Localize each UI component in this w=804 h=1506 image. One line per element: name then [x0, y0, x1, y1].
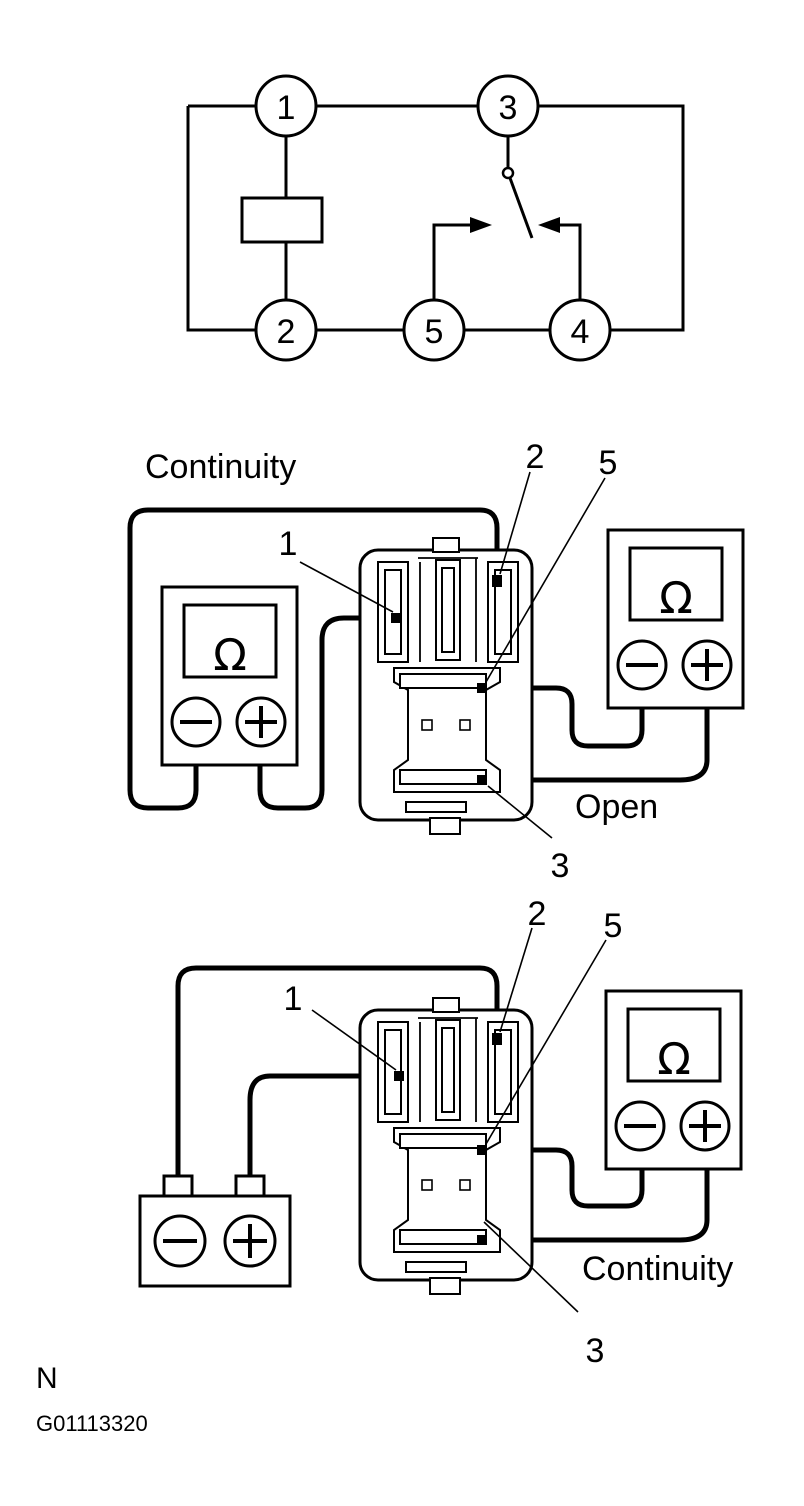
continuity-label-top: Continuity [145, 448, 296, 486]
svg-text:1: 1 [277, 89, 296, 127]
figure-code: G01113320 [36, 1411, 148, 1436]
ohm-symbol-continuity: Ω [657, 1034, 691, 1085]
schematic-terminal-1: 1 [254, 74, 318, 138]
switch-contact [508, 177, 534, 239]
svg-text:2: 2 [277, 313, 296, 351]
callout-5-continuity: 5 [604, 907, 623, 945]
schematic-terminal-5: 5 [402, 298, 466, 362]
open-label: Open [575, 788, 658, 826]
relay-schematic: 1 3 2 5 4 [186, 74, 685, 362]
schematic-terminal-3: 3 [476, 74, 540, 138]
svg-text:3: 3 [499, 89, 518, 127]
svg-text:5: 5 [425, 313, 444, 351]
callout-1-continuity: 1 [284, 980, 303, 1018]
relay-coil [240, 196, 324, 244]
callout-3-continuity: 3 [586, 1332, 605, 1370]
continuity-test-panel: Ω 1 2 5 3 Continuity [138, 895, 743, 1370]
ohm-symbol-left: Ω [213, 630, 247, 681]
callout-1: 1 [279, 525, 298, 563]
callout-5: 5 [599, 444, 618, 482]
callout-3: 3 [551, 847, 570, 885]
schematic-terminal-4: 4 [548, 298, 612, 362]
callout-2: 2 [526, 438, 545, 476]
callout-2-continuity: 2 [528, 895, 547, 933]
continuity-label-bottom: Continuity [582, 1250, 733, 1288]
battery [138, 1174, 292, 1288]
ohm-symbol-right: Ω [659, 573, 693, 624]
footer-letter: N [36, 1362, 58, 1395]
schematic-terminal-2: 2 [254, 298, 318, 362]
relay-body-continuity [358, 996, 534, 1296]
open-test-panel: Continuity Ω Ω 1 2 5 3 Open [127, 438, 745, 885]
relay-body [358, 536, 534, 836]
svg-text:4: 4 [571, 313, 590, 351]
